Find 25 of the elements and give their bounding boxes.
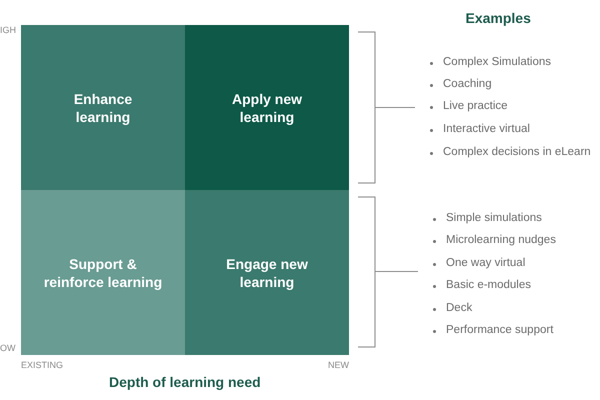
axis-title: Depth of learning need: [109, 374, 261, 390]
quadrant-box: [185, 25, 349, 190]
list-item: Performance support: [446, 324, 554, 336]
quadrant-label: Enhance learning: [72, 90, 134, 126]
axis-label: NEW: [328, 360, 349, 370]
quadrant-box: [21, 25, 185, 190]
list-item: Basic e-modules: [446, 279, 532, 291]
list-item: Complex Simulations: [443, 56, 552, 68]
list-item: Interactive virtual: [443, 123, 530, 135]
list-item: One way virtual: [446, 257, 526, 269]
list-item: Deck: [446, 302, 472, 314]
list-item: Coaching: [443, 78, 492, 90]
list-item: Live practice: [443, 100, 508, 112]
axis-label: EXISTING: [21, 360, 64, 370]
heading: Examples: [466, 10, 531, 26]
axis-label: IGH: [0, 25, 16, 35]
quadrant-label: Engage new learning: [225, 254, 309, 290]
axis-label: OW: [0, 343, 16, 353]
list-item: Microlearning nudges: [446, 234, 556, 246]
list-item: Complex decisions in eLearn: [443, 146, 591, 158]
quadrant-box: [21, 190, 185, 355]
list-item: Simple simulations: [446, 212, 542, 224]
quadrant-label: Support & reinforce learning: [42, 254, 164, 290]
quadrant-box: [185, 190, 349, 355]
quadrant-label: Apply new learning: [230, 90, 303, 126]
